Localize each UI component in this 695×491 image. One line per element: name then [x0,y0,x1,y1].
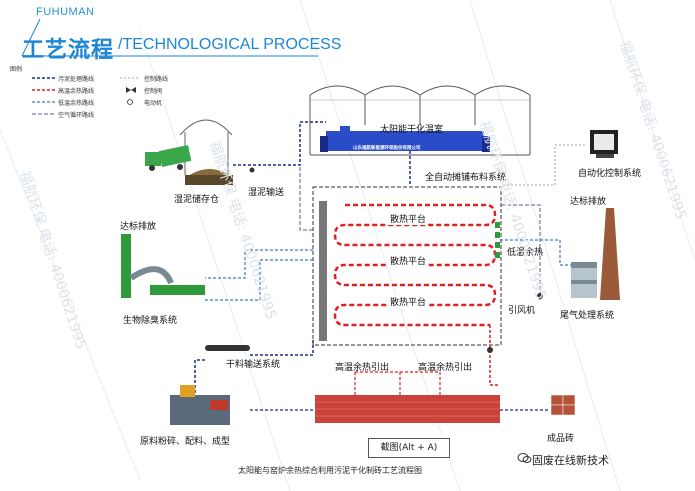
page-title-cn: 工艺流程 [22,38,115,63]
brand-en: FUHUMAN [36,6,95,18]
label-emission-left: 达标排放 [120,222,157,232]
label-tail-gas: 尾气处理系统 [560,311,615,321]
fan-icon-right [537,293,543,299]
brick-stack [550,394,576,416]
wechat-icon [517,453,532,463]
label-wet-sludge-transport: 湿泥输送 [248,188,285,198]
dry-conveyor [205,345,250,351]
legend-title: 图例 [10,66,23,73]
bio-duct [129,266,174,285]
sludge-route [233,121,326,166]
legend-air: 空气循环路线 [58,112,95,119]
label-dry-transport: 干料输送系统 [226,360,281,370]
spreader-machine [326,131,484,151]
diagram-caption: 太阳能与窑炉余热综合利用污泥干化制砖工艺流程图 [238,466,422,475]
header-slash [21,18,41,57]
legend-control: 控制路线 [144,76,169,83]
left-chimney [121,234,131,298]
label-auto-spreading: 全自动摊铺布料系统 [425,173,507,183]
label-greenhouse: 太阳能干化温室 [380,125,444,135]
fan-icon-bottom [487,347,493,353]
right-chimney [600,208,620,300]
label-raw-material: 原料粉碎、配料、成型 [140,437,231,447]
legend-markers [32,77,140,115]
capture-button[interactable]: 截图(Alt + A) [368,438,450,458]
greenhouse-structure [309,85,531,156]
legend-high-heat: 高温余热路线 [58,88,95,95]
control-route [501,144,585,186]
low-heat-route [500,239,571,266]
label-high-heat-2: 高温余热引出 [418,363,473,373]
label-sludge-storage: 湿泥储存仓 [174,195,220,205]
low-heat-fins [495,222,500,258]
bio-tank [150,285,205,295]
label-platform-1: 散热平台 [388,212,429,225]
label-platform-2: 散热平台 [388,254,429,267]
label-platform-3: 散热平台 [388,295,429,308]
label-high-heat-1: 高温余热引出 [335,363,390,373]
legend-motor: 电动机 [144,100,163,107]
label-auto-control: 自动化控制系统 [578,169,642,179]
tail-gas-unit [571,262,597,298]
truck-icon [145,145,192,171]
label-bio-deodor: 生物除臭系统 [123,316,178,326]
computer-icon [590,130,618,158]
label-emission-right: 达标排放 [570,197,607,207]
legend-sludge: 污泥处理路线 [58,76,95,83]
label-low-temp-heat: 低温余热 [507,248,544,258]
label-company-banner: 山东福航新能源环保股份有限公司 [353,146,421,151]
brick-machine [170,385,230,425]
valve-icon [249,167,255,173]
page-title-en: /TECHNOLOGICAL PROCESS [118,36,342,53]
high-heat-route [489,325,500,386]
label-finished-brick: 成品砖 [547,434,575,444]
legend-valve: 控制阀 [144,88,163,95]
wechat-account-label: 固废在线新技术 [532,454,609,467]
label-induced-fan: 引风机 [508,306,536,316]
legend-low-heat: 低温余热路线 [58,100,95,107]
kiln-box [312,186,502,346]
